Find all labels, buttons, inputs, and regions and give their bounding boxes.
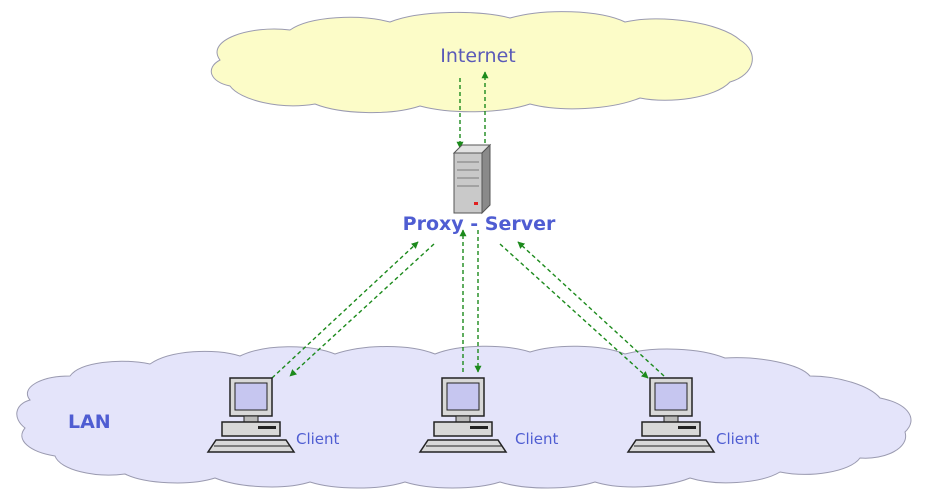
arrow-client1-to-proxy [271,241,419,379]
client-label-1: Client [296,430,340,448]
computer-icon [206,377,296,453]
arrow-client3-to-proxy [517,241,665,377]
client-label-3: Client [716,430,760,448]
arrow-proxy-to-client1 [289,243,435,377]
computer-icon [626,377,716,453]
client-label-2: Client [515,430,559,448]
lan-label: LAN [68,411,111,433]
server-icon [452,143,492,215]
computer-icon [418,377,508,453]
proxy-server-label: Proxy - Server [403,213,556,235]
arrow-proxy-to-client3 [499,243,649,379]
internet-cloud [210,11,753,114]
internet-label: Internet [440,45,515,67]
